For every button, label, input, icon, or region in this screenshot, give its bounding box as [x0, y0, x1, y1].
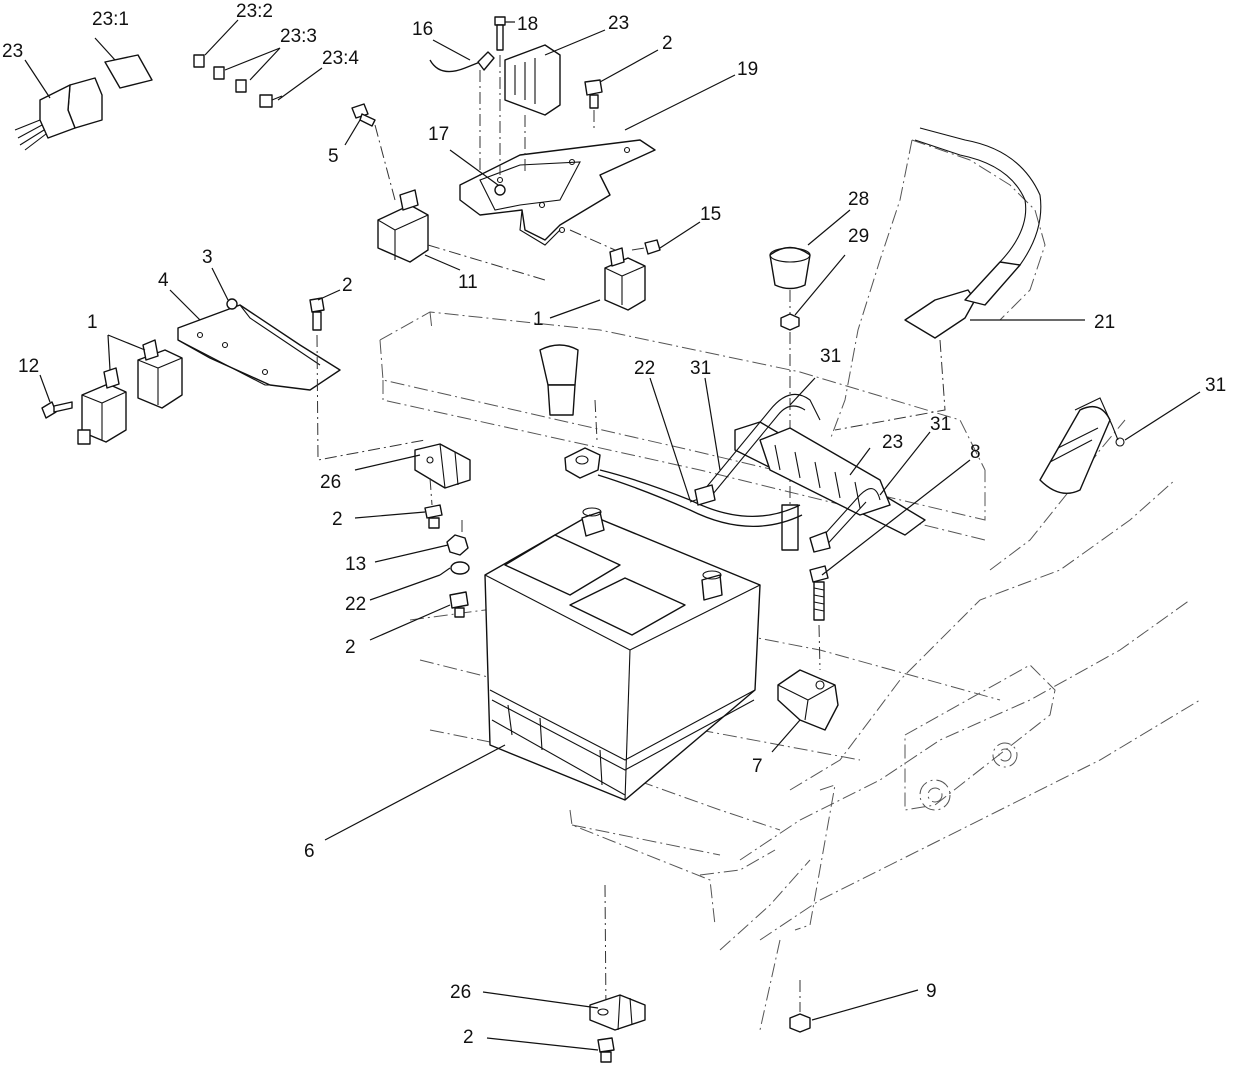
leader-lines: [24, 19, 1201, 1051]
callout-8: 8: [970, 442, 981, 463]
callout-5: 5: [328, 146, 339, 167]
callout-23-top: 23: [608, 13, 629, 34]
relay-1-left-a: [137, 339, 183, 409]
battery-cable-21: [834, 127, 1042, 431]
washer-13: [446, 534, 469, 556]
battery-6: [484, 507, 761, 801]
relay-block-detail: [14, 54, 283, 151]
callout-4: 4: [158, 270, 169, 291]
screw-15: [631, 239, 661, 255]
callout-1-right: 1: [533, 309, 544, 330]
strap-31-right: [1039, 397, 1125, 494]
strap-31-a: [694, 393, 821, 506]
fuse-icon: [213, 66, 225, 80]
callout-12: 12: [18, 356, 39, 377]
callout-9: 9: [926, 981, 937, 1002]
callout-21: 21: [1094, 312, 1115, 333]
callout-22-ring: 22: [345, 594, 366, 615]
spacer-icon: [781, 504, 799, 551]
callout-18: 18: [517, 14, 538, 35]
fuse-icon: [235, 79, 247, 93]
fuse-icon: [193, 54, 205, 68]
ring-terminal-22: [439, 561, 470, 576]
callout-labels: 23 23:1 23:2 23:3 23:4 16 18 23 2 19 5 1…: [2, 1, 1226, 1048]
relay-1-left-b: [77, 367, 127, 445]
callout-15: 15: [700, 204, 721, 225]
callout-28: 28: [848, 189, 869, 210]
relay-1-right: [569, 229, 646, 311]
callout-31-c: 31: [930, 414, 951, 435]
bolt-2-top: [584, 79, 603, 130]
screw-5: [351, 103, 396, 201]
callout-26-lower: 26: [450, 982, 471, 1003]
knob-28: [769, 246, 811, 315]
callout-2-top: 2: [662, 33, 673, 54]
strap-31-b: [809, 488, 881, 553]
callout-22-cable: 22: [634, 358, 655, 379]
callout-26-upper: 26: [320, 472, 341, 493]
callout-6: 6: [304, 841, 315, 862]
relay-cover-icon: [104, 54, 153, 89]
screw-18: [494, 16, 506, 175]
callout-7: 7: [752, 756, 763, 777]
callout-13: 13: [345, 554, 366, 575]
callout-23-1: 23:1: [92, 9, 129, 30]
callout-16: 16: [412, 19, 433, 40]
callout-2-middle: 2: [332, 509, 343, 530]
diode-icon: [259, 94, 273, 108]
callout-19: 19: [737, 59, 758, 80]
callout-2-bar: 2: [342, 275, 353, 296]
nut-3: [226, 298, 238, 310]
callout-23: 23: [2, 41, 23, 62]
callout-31-b: 31: [820, 346, 841, 367]
callout-23-3: 23:3: [280, 26, 317, 47]
bolt-2-middle: [424, 504, 443, 529]
callout-31-right: 31: [1205, 375, 1226, 396]
bolt-8: [809, 565, 829, 671]
mounting-bar-4: [177, 304, 341, 391]
bolt-2-bottom: [597, 1037, 615, 1063]
callout-3: 3: [202, 247, 213, 268]
callout-29: 29: [848, 226, 869, 247]
connector-23-top: [504, 44, 561, 175]
nut-17: [494, 184, 506, 196]
clamp-26-upper: [414, 443, 471, 506]
callout-1-left: 1: [87, 312, 98, 333]
screw-12: [41, 401, 73, 419]
nut-29: [780, 313, 800, 331]
callout-2-lower: 2: [345, 637, 356, 658]
callout-23-rod: 23: [882, 432, 903, 453]
bolt-2-bar: [309, 297, 426, 461]
centerline-lower: [604, 884, 607, 1016]
callout-11: 11: [458, 272, 478, 293]
wire-16: [429, 51, 495, 180]
hold-down-knob: [539, 344, 598, 441]
callout-23-4: 23:4: [322, 48, 359, 69]
callout-31-a: 31: [690, 358, 711, 379]
callout-17: 17: [428, 124, 449, 145]
mounting-bracket-19: [459, 139, 656, 246]
callout-2-bottom: 2: [463, 1027, 474, 1048]
nut-9: [789, 1013, 811, 1033]
clamp-26-lower: [589, 994, 646, 1031]
callout-23-2: 23:2: [236, 1, 273, 22]
rod-assembly-23: [734, 421, 926, 551]
relay-11: [377, 189, 546, 281]
bolt-2-lower: [449, 591, 469, 618]
bracket-7: [777, 669, 839, 731]
